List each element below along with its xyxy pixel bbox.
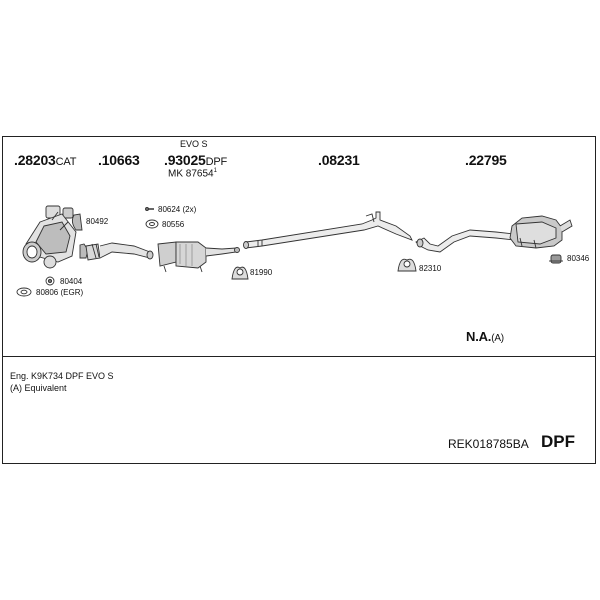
gasket-80492 xyxy=(71,213,83,231)
engine-note: Eng. K9K734 DPF EVO S xyxy=(10,371,114,381)
section-divider xyxy=(2,356,596,357)
middle-pipe-part xyxy=(243,211,413,249)
dpf-part xyxy=(157,241,240,273)
rear-silencer-part xyxy=(415,215,573,253)
clamp-82310 xyxy=(397,258,417,272)
part-number-front-pipe: .10663 xyxy=(98,152,140,168)
label-81990: 81990 xyxy=(250,268,273,277)
diagram-frame xyxy=(2,136,596,464)
part-number-dpf: .93025DPF xyxy=(164,152,228,168)
part-number-middle-pipe: .08231 xyxy=(318,152,360,168)
bolt-80624 xyxy=(145,207,154,211)
kit-code: REK018785BA xyxy=(448,437,529,451)
na-note: N.A.(A) xyxy=(466,329,504,344)
mounting-kit-label: MK 876541 xyxy=(168,168,217,180)
kit-type: DPF xyxy=(541,432,575,451)
gasket-80556 xyxy=(145,219,159,229)
label-80492: 80492 xyxy=(86,217,109,226)
label-80346: 80346 xyxy=(567,254,590,263)
label-80404: 80404 xyxy=(60,277,83,286)
clamp-81990 xyxy=(231,266,249,280)
part-number-catalyst: .28203CAT xyxy=(14,152,77,168)
equivalent-note: (A) Equivalent xyxy=(10,383,67,393)
front-pipe-part xyxy=(79,242,154,261)
label-80556: 80556 xyxy=(162,220,185,229)
catalyst-part xyxy=(22,205,77,269)
label-82310: 82310 xyxy=(419,264,442,273)
dpf-variant-label: EVO S xyxy=(180,139,208,149)
label-80624: 80624 (2x) xyxy=(158,205,197,214)
part-number-rear-silencer: .22795 xyxy=(465,152,507,168)
gasket-80404 xyxy=(45,276,55,286)
gasket-80806 xyxy=(16,287,32,297)
label-80806: 80806 (EGR) xyxy=(36,288,84,297)
rubber-mount-80346 xyxy=(549,254,563,264)
